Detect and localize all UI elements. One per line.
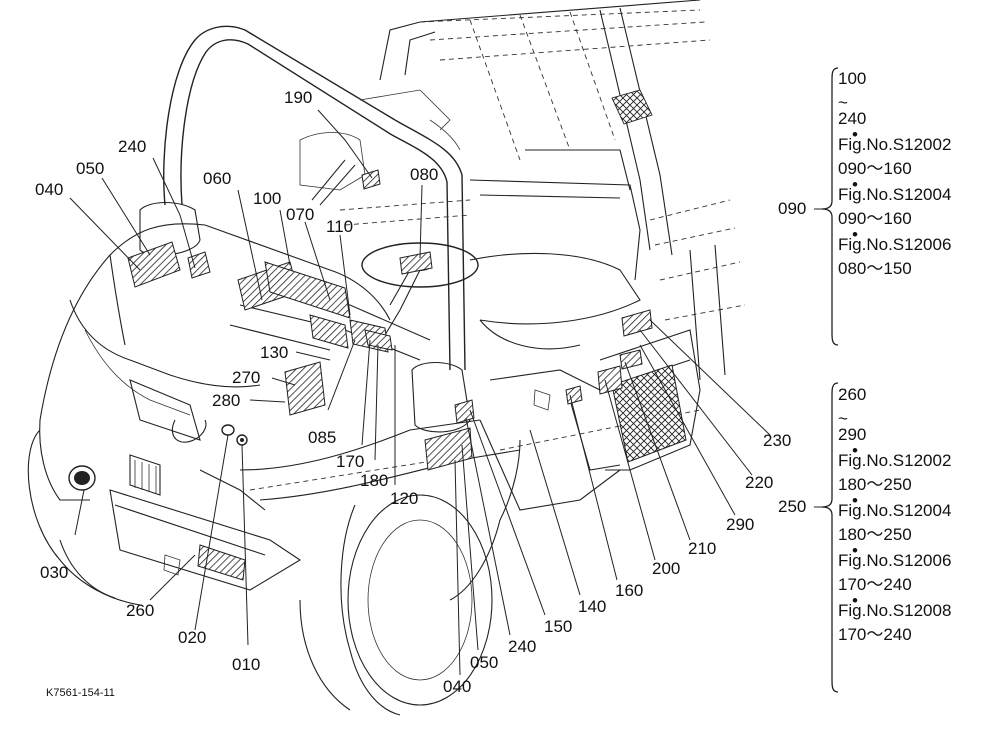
legend-separator: •: [852, 225, 858, 244]
legend-range-mark: ~: [838, 93, 848, 112]
legend-line: 090～160: [838, 209, 912, 228]
callout-085: 085: [308, 428, 336, 447]
legend-line: 170～240: [838, 575, 912, 594]
legend-line: Fig.No.S12008: [838, 601, 951, 620]
callout-120: 120: [390, 489, 418, 508]
legend-group-250: 250260~290•Fig.No.S12002180～250•Fig.No.S…: [778, 382, 951, 693]
legend-range-mark: ~: [838, 409, 848, 428]
legend-line: 240: [838, 109, 866, 128]
legend-line: Fig.No.S12006: [838, 551, 951, 570]
legend-line: 290: [838, 425, 866, 444]
callout-290: 290: [726, 515, 754, 534]
legend: 090100~240•Fig.No.S12002090～160•Fig.No.S…: [778, 67, 951, 693]
callout-140: 140: [578, 597, 606, 616]
legend-separator: •: [852, 125, 858, 144]
legend-line: 090～160: [838, 159, 912, 178]
legend-line: 180～250: [838, 525, 912, 544]
legend-separator: •: [852, 491, 858, 510]
legend-group-label: 090: [778, 199, 806, 218]
callout-labels: 190 240 050 040 060 100 070 110 080 130 …: [35, 88, 791, 696]
legend-line: Fig.No.S12004: [838, 185, 951, 204]
leader-lines: [69, 109, 771, 676]
legend-separator: •: [852, 591, 858, 610]
legend-line: 100: [838, 69, 866, 88]
callout-050-lower: 050: [470, 653, 498, 672]
legend-group-090: 090100~240•Fig.No.S12002090～160•Fig.No.S…: [778, 67, 951, 346]
legend-separator: •: [852, 441, 858, 460]
legend-line: Fig.No.S12006: [838, 235, 951, 254]
legend-line: 180～250: [838, 475, 912, 494]
callout-040-lower: 040: [443, 677, 471, 696]
callout-030: 030: [40, 563, 68, 582]
callout-070: 070: [286, 205, 314, 224]
callout-110: 110: [326, 217, 353, 236]
callout-040: 040: [35, 180, 63, 199]
callout-050: 050: [76, 159, 104, 178]
callout-160: 160: [615, 581, 643, 600]
legend-line: 170～240: [838, 625, 912, 644]
callout-240-lower: 240: [508, 637, 536, 656]
legend-line: Fig.No.S12004: [838, 501, 951, 520]
legend-line: Fig.No.S12002: [838, 135, 951, 154]
callout-280: 280: [212, 391, 240, 410]
callout-210: 210: [688, 539, 716, 558]
callout-180: 180: [360, 471, 388, 490]
decal-panels: [127, 169, 653, 581]
legend-separator: •: [852, 541, 858, 560]
callout-170: 170: [336, 452, 364, 471]
legend-line: 080～150: [838, 259, 912, 278]
legend-line: 260: [838, 385, 866, 404]
callout-230: 230: [763, 431, 791, 450]
callout-200: 200: [652, 559, 680, 578]
callout-270: 270: [232, 368, 260, 387]
legend-group-label: 250: [778, 497, 806, 516]
callout-260: 260: [126, 601, 154, 620]
legend-brace: [821, 382, 839, 693]
callout-010: 010: [232, 655, 260, 674]
callout-130: 130: [260, 343, 288, 362]
legend-brace: [821, 67, 839, 346]
callout-100: 100: [253, 189, 281, 208]
legend-separator: •: [852, 175, 858, 194]
callout-240: 240: [118, 137, 146, 156]
callout-190: 190: [284, 88, 312, 107]
callout-150: 150: [544, 617, 572, 636]
callout-220: 220: [745, 473, 773, 492]
callout-060: 060: [203, 169, 231, 188]
diagram-code: K7561-154-11: [46, 687, 115, 699]
legend-line: Fig.No.S12002: [838, 451, 951, 470]
callout-080: 080: [410, 165, 438, 184]
callout-020: 020: [178, 628, 206, 647]
